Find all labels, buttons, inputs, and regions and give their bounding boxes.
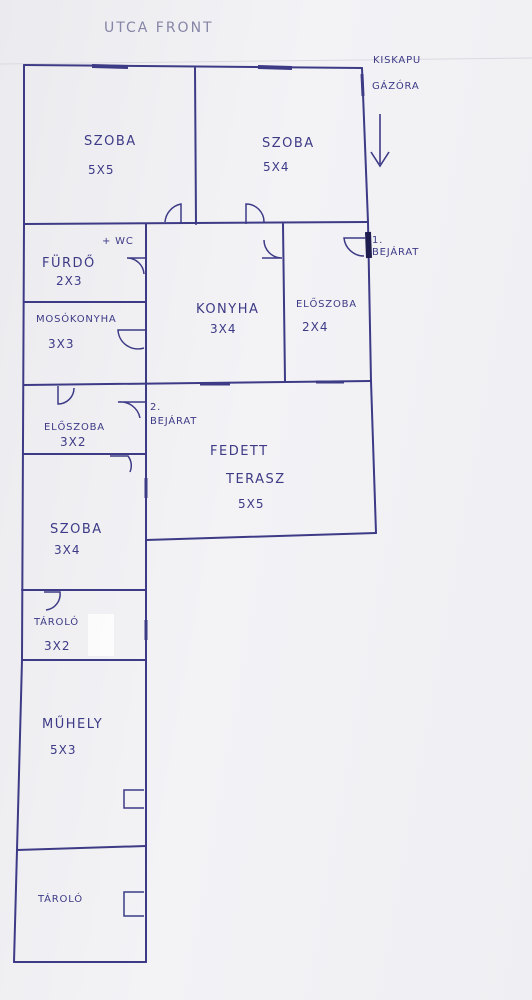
walls bbox=[13, 64, 377, 963]
room-szoba1-name: SZOBA bbox=[84, 134, 137, 149]
doors bbox=[44, 203, 366, 917]
room-tarolo1-name: TÁROLÓ bbox=[33, 615, 79, 628]
door-szoba2 bbox=[245, 203, 265, 224]
entrance1-label: BEJÁRAT bbox=[372, 245, 419, 258]
paper-line bbox=[0, 57, 532, 65]
door-konyha bbox=[262, 239, 283, 259]
room-szoba3-name: SZOBA bbox=[50, 522, 103, 537]
room-eloszoba2-name: ELŐSZOBA bbox=[44, 419, 105, 433]
room-eloszoba1-dim: 2X4 bbox=[302, 320, 329, 334]
gas-meter-mark bbox=[360, 73, 365, 97]
room-tarolo1-dim: 3X2 bbox=[44, 639, 71, 653]
row2-wall bbox=[23, 380, 372, 386]
page-title: UTCA FRONT bbox=[104, 20, 214, 36]
window-2 bbox=[257, 65, 293, 70]
terasz-right bbox=[370, 380, 377, 534]
room-szoba2-dim: 5X4 bbox=[263, 160, 290, 174]
room-szoba1-dim: 5X5 bbox=[88, 163, 115, 177]
konyha-right-wall bbox=[282, 223, 286, 382]
room-konyha-dim: 3X4 bbox=[210, 322, 237, 336]
room-szoba3-dim: 3X4 bbox=[54, 543, 81, 557]
left-wall-low bbox=[16, 659, 23, 851]
left-wall-bottom bbox=[13, 849, 18, 963]
room-eloszoba1-name: ELŐSZOBA bbox=[296, 296, 357, 310]
door-tarolo1 bbox=[44, 591, 61, 611]
room-muhely-name: MŰHELY bbox=[42, 716, 103, 732]
glare-spot bbox=[88, 614, 114, 656]
door-tarolo2 bbox=[123, 891, 144, 917]
entrance2-number: 2. bbox=[150, 402, 161, 413]
row1-wall bbox=[23, 221, 369, 225]
entrance1-number: 1. bbox=[372, 235, 383, 246]
room-furdo-name: FÜRDŐ bbox=[42, 254, 96, 271]
room-tarolo2-name: TÁROLÓ bbox=[37, 892, 83, 905]
top-wall bbox=[23, 64, 363, 69]
left-wall-mid bbox=[21, 223, 25, 661]
windows bbox=[91, 64, 372, 640]
room-furdo-extra: + WC bbox=[102, 236, 134, 247]
terasz-bottom bbox=[145, 532, 377, 541]
garage-label: GÁZÓRA bbox=[372, 79, 420, 92]
room-terasz-name1: FEDETT bbox=[210, 444, 269, 459]
door-furdo bbox=[126, 257, 146, 275]
door-szoba3 bbox=[110, 455, 133, 473]
gate-label: KISKAPU bbox=[373, 55, 421, 66]
door-mosokonyha bbox=[117, 329, 146, 350]
entrance-1-mark bbox=[365, 231, 372, 259]
room-szoba2-name: SZOBA bbox=[262, 136, 315, 151]
room-konyha-name: KONYHA bbox=[196, 302, 259, 317]
room-mosokonyha-dim: 3X3 bbox=[48, 337, 75, 351]
room-terasz-dim: 5X5 bbox=[238, 497, 265, 511]
room-terasz-name2: TERASZ bbox=[225, 472, 286, 487]
door-eloszoba2 bbox=[117, 401, 146, 419]
door-muhely bbox=[123, 789, 144, 809]
door-eloszoba2-top bbox=[57, 386, 75, 405]
door-eloszoba1 bbox=[343, 237, 366, 257]
room-eloszoba2-dim: 3X2 bbox=[60, 435, 87, 449]
door-szoba1 bbox=[164, 203, 182, 224]
muhely-bottom bbox=[16, 845, 147, 851]
arrow-down-icon bbox=[370, 114, 390, 168]
room-muhely-dim: 5X3 bbox=[50, 743, 77, 757]
divider-szoba bbox=[194, 67, 197, 225]
room-furdo-dim: 2X3 bbox=[56, 274, 83, 288]
window-1 bbox=[91, 64, 129, 69]
room-mosokonyha-name: MOSÓKONYHA bbox=[36, 312, 117, 325]
entrance2-label: BEJÁRAT bbox=[150, 414, 197, 427]
